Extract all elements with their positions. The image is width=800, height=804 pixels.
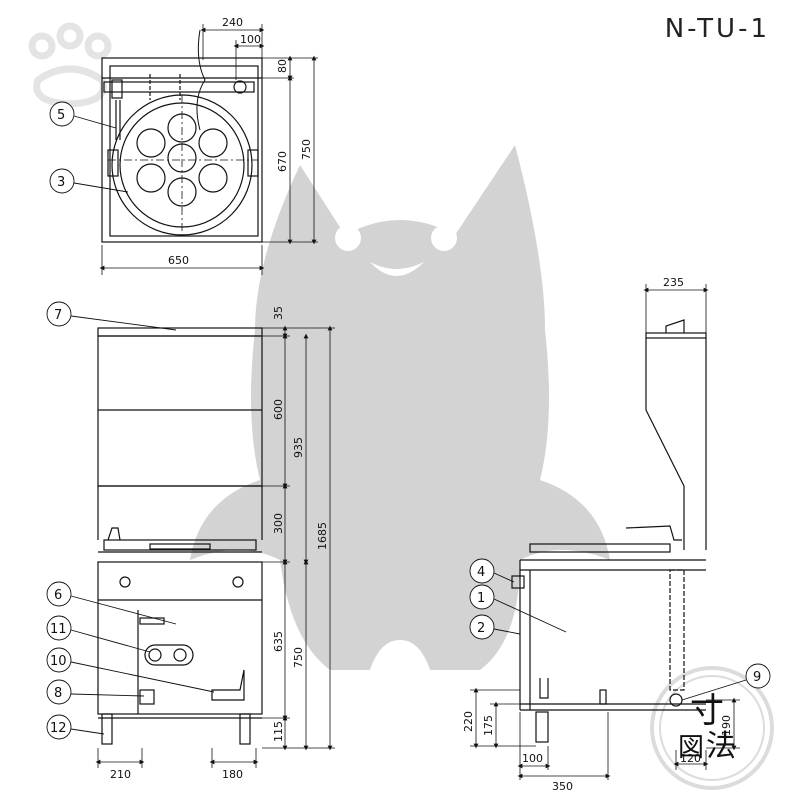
dim-635: 635 bbox=[272, 631, 285, 652]
callout-8: 8 bbox=[54, 686, 62, 701]
dim-35: 35 bbox=[272, 306, 285, 320]
callout-2: 2 bbox=[477, 621, 485, 636]
dim-935: 935 bbox=[292, 437, 305, 458]
dim-100-side: 100 bbox=[522, 752, 543, 765]
dim-350: 350 bbox=[552, 780, 573, 793]
dim-115: 115 bbox=[272, 721, 285, 742]
top-view-dimensions bbox=[99, 24, 318, 275]
front-view-dim-labels: 35 600 935 300 1685 635 750 115 210 180 bbox=[110, 306, 329, 781]
callout-4: 4 bbox=[477, 565, 485, 580]
callout-6: 6 bbox=[54, 588, 62, 603]
top-view bbox=[101, 29, 263, 243]
dim-120: 120 bbox=[680, 752, 701, 765]
top-view-callouts bbox=[49, 101, 129, 194]
dim-300: 300 bbox=[272, 513, 285, 534]
front-view-callouts bbox=[46, 301, 215, 740]
dim-235: 235 bbox=[663, 276, 684, 289]
stamp-char-3: 図 bbox=[678, 733, 704, 763]
dim-600: 600 bbox=[272, 399, 285, 420]
dim-80: 80 bbox=[276, 59, 289, 73]
dim-100: 100 bbox=[240, 33, 261, 46]
stamp-char-1: 寸 bbox=[690, 691, 724, 731]
top-view-dim-labels: 240 100 80 670 750 650 bbox=[168, 16, 313, 267]
dim-220: 220 bbox=[462, 711, 475, 732]
side-view-callouts bbox=[469, 558, 771, 701]
front-view-dimensions bbox=[95, 325, 335, 768]
dim-670: 670 bbox=[276, 151, 289, 172]
dim-175: 175 bbox=[482, 715, 495, 736]
callout-3: 3 bbox=[57, 175, 65, 190]
dim-750: 750 bbox=[300, 139, 313, 160]
dim-190: 190 bbox=[720, 715, 733, 736]
dim-1685: 1685 bbox=[316, 522, 329, 550]
side-view bbox=[511, 319, 707, 743]
dim-180: 180 bbox=[222, 768, 243, 781]
stamp-char-2: 法 bbox=[706, 729, 736, 764]
model-code: N-TU-1 bbox=[664, 14, 770, 44]
front-view bbox=[97, 327, 263, 745]
callout-11: 11 bbox=[50, 622, 67, 637]
cat-watermark-icon bbox=[190, 145, 610, 670]
paw-watermark-icon bbox=[28, 22, 112, 108]
side-view-dimensions bbox=[470, 284, 740, 780]
callout-10: 10 bbox=[50, 654, 67, 669]
stamp-watermark-icon: 寸 法 図 bbox=[650, 666, 774, 790]
dim-650: 650 bbox=[168, 254, 189, 267]
callout-5: 5 bbox=[57, 108, 65, 123]
callout-9: 9 bbox=[753, 670, 761, 685]
dim-210: 210 bbox=[110, 768, 131, 781]
callout-7: 7 bbox=[54, 308, 62, 323]
callout-12: 12 bbox=[50, 721, 67, 736]
side-view-dim-labels: 235 220 175 100 350 190 120 bbox=[462, 276, 733, 793]
dim-750-front: 750 bbox=[292, 647, 305, 668]
dim-240: 240 bbox=[222, 16, 243, 29]
callout-1: 1 bbox=[477, 591, 485, 606]
